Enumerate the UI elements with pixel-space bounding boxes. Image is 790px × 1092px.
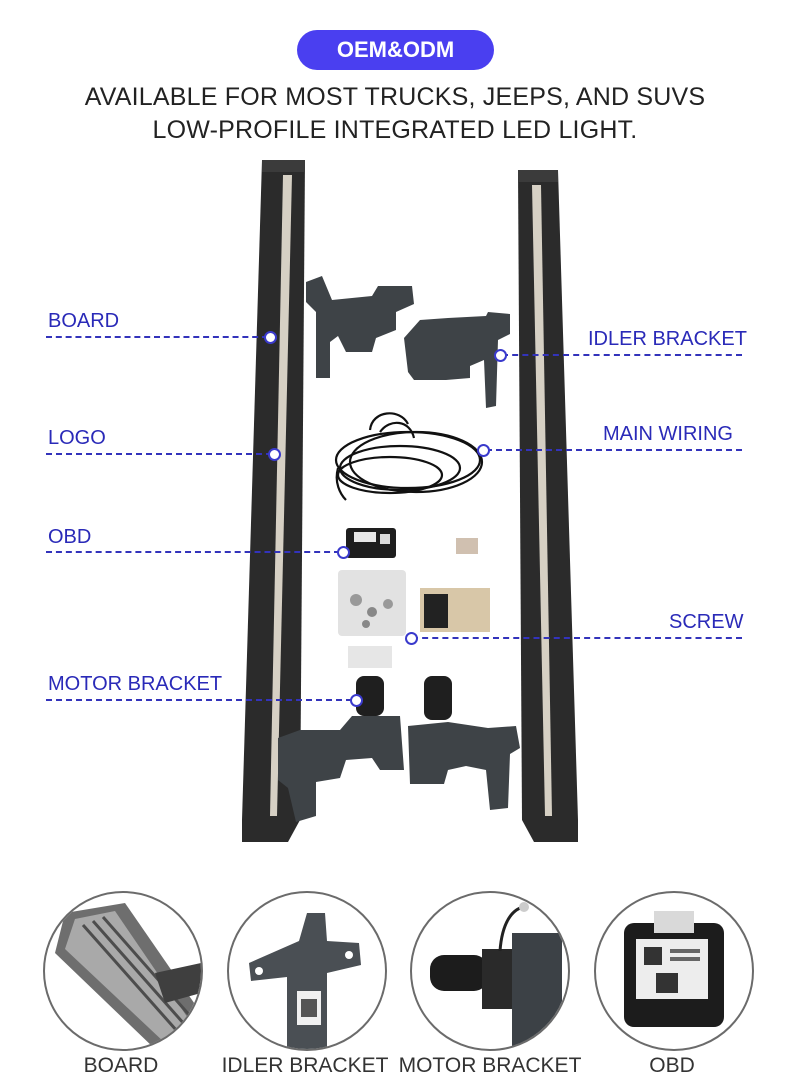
callout-board-label: BOARD [48, 310, 120, 332]
detail-obd-circle [594, 891, 754, 1051]
detail-board-circle [43, 891, 203, 1051]
product-kit-illustration [242, 160, 578, 842]
detail-motor-bracket-circle [410, 891, 570, 1051]
obd-closeup-image [624, 911, 724, 1027]
callout-screw-line [412, 637, 742, 639]
callout-idler-bracket-label: IDLER BRACKET [588, 328, 747, 350]
callout-obd-dot [337, 546, 350, 559]
callout-main-wiring-label: MAIN WIRING [603, 423, 733, 445]
detail-obd-caption: OBD [649, 1054, 695, 1077]
callout-logo-dot [268, 448, 281, 461]
callout-obd-label: OBD [48, 526, 92, 548]
callout-motor-bracket-label: MOTOR BRACKET [48, 673, 223, 695]
motor-brackets [278, 676, 520, 822]
screw-pack [338, 538, 490, 668]
left-running-board [242, 160, 305, 842]
callout-screw-dot [405, 632, 418, 645]
main-wiring-harness [334, 412, 484, 501]
callout-main-wiring-line [486, 449, 742, 451]
oem-odm-badge: OEM&ODM [297, 30, 494, 70]
idler-bracket-closeup-image [249, 913, 361, 1049]
idler-brackets [306, 276, 510, 408]
detail-idler-bracket-circle [227, 891, 387, 1051]
callout-main-wiring-dot [477, 444, 490, 457]
headline-line-1: AVAILABLE FOR MOST TRUCKS, JEEPS, AND SU… [84, 83, 706, 111]
callout-logo-label: LOGO [48, 427, 106, 449]
detail-board-caption: BOARD [83, 1054, 159, 1077]
right-running-board [518, 170, 578, 842]
detail-idler-bracket-caption: IDLER BRACKET [221, 1054, 389, 1077]
obd-module [346, 528, 396, 558]
callout-board-dot [264, 331, 277, 344]
motor-bracket-closeup-image [430, 902, 562, 1049]
board-closeup-image [55, 903, 201, 1049]
callout-idler-bracket-line [502, 354, 742, 356]
callout-screw-label: SCREW [669, 611, 744, 633]
callout-board-line [46, 336, 268, 338]
callout-logo-line [46, 453, 272, 455]
callout-motor-bracket-dot [350, 694, 363, 707]
callout-motor-bracket-line [46, 699, 352, 701]
callout-idler-bracket-dot [494, 349, 507, 362]
callout-obd-line [46, 551, 340, 553]
headline-line-2: LOW-PROFILE INTEGRATED LED LIGHT. [152, 116, 638, 144]
detail-motor-bracket-caption: MOTOR BRACKET [398, 1054, 582, 1077]
